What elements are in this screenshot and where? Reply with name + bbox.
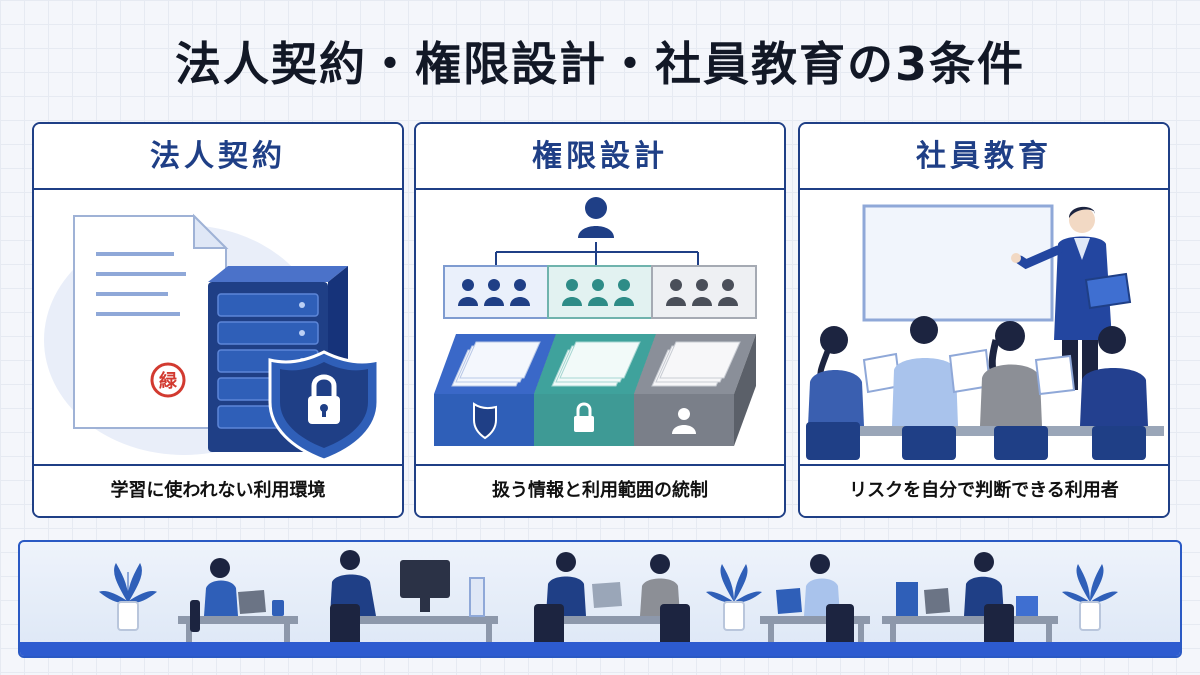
desk-workstation	[534, 552, 690, 646]
desk-workstation	[882, 552, 1058, 646]
panel-heading: 法人契約	[34, 124, 402, 190]
contract-document-icon	[73, 213, 229, 429]
admin-person-icon	[578, 197, 614, 238]
person-icon	[672, 408, 696, 434]
panel-permission-design: 権限設計	[414, 122, 786, 518]
page-title: 法人契約・権限設計・社員教育の3条件	[174, 37, 1025, 91]
panel-caption: 学習に使われない利用環境	[34, 464, 402, 516]
lock-icon	[574, 402, 594, 432]
panel-corporate-contract: 法人契約 緑	[32, 122, 404, 518]
trainee-icon	[892, 316, 992, 460]
plant-icon	[706, 564, 762, 631]
shield-lock-icon	[268, 350, 380, 462]
user-group-icon	[443, 265, 549, 319]
trainee-icon	[1080, 326, 1148, 460]
trainee-icon	[980, 321, 1076, 460]
panel-employee-training: 社員教育	[798, 122, 1170, 518]
strip-base	[20, 642, 1180, 656]
desk-workstation	[330, 550, 498, 646]
user-group-icon	[651, 265, 757, 319]
file-box-icon	[434, 334, 556, 446]
plant-icon	[98, 562, 158, 631]
panel-illustration	[800, 190, 1168, 464]
server-icon	[208, 266, 348, 452]
panel-heading: 社員教育	[800, 124, 1168, 190]
panel-caption: リスクを自分で判断できる利用者	[800, 464, 1168, 516]
file-box-icon	[634, 334, 756, 446]
panel-illustration	[416, 190, 784, 464]
file-box-icon	[534, 334, 656, 446]
panel-caption: 扱う情報と利用範囲の統制	[416, 464, 784, 516]
panel-illustration: 緑	[34, 190, 402, 464]
user-group-icon	[547, 265, 653, 319]
plant-icon	[1062, 564, 1118, 631]
office-scene	[18, 540, 1182, 658]
desk-workstation	[760, 554, 870, 646]
svg-text:緑: 緑	[159, 370, 178, 392]
seal-stamp-icon: 緑	[150, 362, 186, 398]
shield-icon	[473, 402, 497, 440]
trainee-icon	[806, 326, 902, 460]
panel-heading: 権限設計	[416, 124, 784, 190]
desk-workstation	[178, 558, 298, 646]
